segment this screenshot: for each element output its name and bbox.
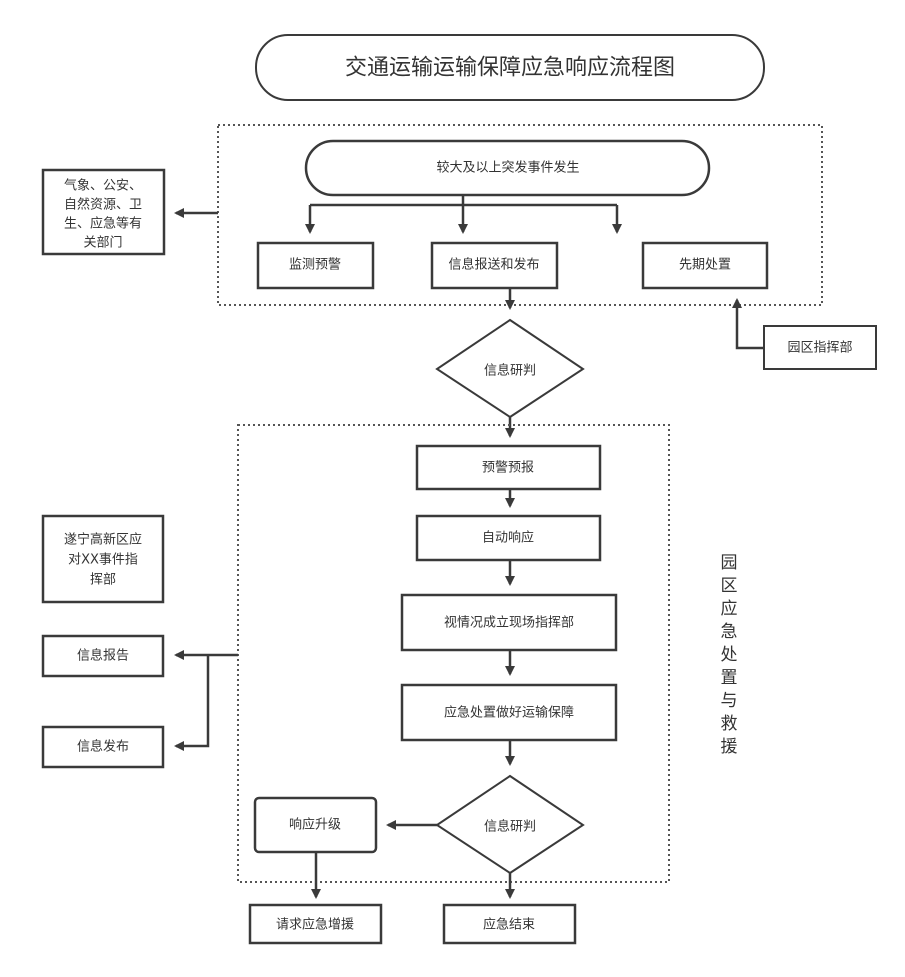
report-publish-label: 信息报送和发布 (448, 257, 539, 273)
hq-line-1: 遂宁高新区应 (64, 532, 142, 548)
upgrade-label: 响应升级 (289, 817, 341, 833)
node-early-response: 先期处置 (641, 241, 769, 290)
node-report-publish: 信息报送和发布 (430, 241, 559, 290)
emergency-transport-label: 应急处置做好运输保障 (444, 705, 574, 721)
edge-event-branch (310, 195, 617, 207)
request-support-label: 请求应急增援 (276, 917, 354, 933)
hq-line-2: 对XX事件指 (68, 553, 138, 568)
node-emergency-transport: 应急处置做好运输保障 (400, 683, 618, 742)
warning-forecast-label: 预警预报 (482, 460, 534, 476)
group-label-vertical: 园 区 应 急 处 置 与 救 援 (721, 553, 738, 757)
group-label-char: 急 (721, 622, 738, 642)
title-terminator (255, 34, 765, 101)
monitor-box (256, 241, 375, 290)
departments-line-1: 气象、公安、 (64, 178, 142, 194)
group-label-char: 救 (721, 714, 738, 734)
group-label-char: 处 (721, 645, 738, 665)
early-response-box (641, 241, 769, 290)
event-terminator (304, 139, 711, 197)
node-event: 较大及以上突发事件发生 (304, 139, 711, 197)
hq-line-3: 挥部 (90, 573, 116, 588)
node-judge-2: 信息研判 (435, 774, 585, 875)
judge-1-label: 信息研判 (484, 363, 536, 379)
node-hq: 遂宁高新区应 对XX事件指 挥部 (41, 514, 165, 604)
node-park-command: 园区指挥部 (763, 325, 877, 370)
auto-response-label: 自动响应 (482, 530, 534, 546)
group-label-char: 区 (721, 576, 738, 596)
node-upgrade: 响应升级 (253, 796, 378, 854)
node-judge-1: 信息研判 (435, 318, 585, 419)
node-info-publish: 信息发布 (41, 725, 165, 769)
node-info-report: 信息报告 (41, 634, 165, 678)
group-label-char: 与 (721, 691, 738, 711)
request-support-box (248, 903, 383, 945)
field-command-label: 视情况成立现场指挥部 (444, 616, 574, 631)
end-label: 应急结束 (483, 917, 535, 933)
departments-line-3: 生、应急等有 (64, 216, 142, 232)
info-publish-box (41, 725, 165, 769)
hq-box (41, 514, 165, 604)
group-label-char: 援 (721, 737, 738, 757)
node-departments: 气象、公安、 自然资源、卫 生、应急等有 关部门 (41, 168, 166, 256)
node-end: 应急结束 (442, 903, 577, 945)
park-command-label: 园区指挥部 (787, 341, 852, 356)
field-command-box (400, 593, 618, 652)
departments-box (41, 168, 166, 256)
group-label-char: 置 (721, 668, 738, 688)
event-label: 较大及以上突发事件发生 (436, 160, 579, 176)
departments-line-4: 关部门 (83, 236, 122, 251)
node-request-support: 请求应急增援 (248, 903, 383, 945)
node-warning-forecast: 预警预报 (415, 444, 602, 491)
departments-line-2: 自然资源、卫 (64, 197, 142, 213)
emergency-transport-box (400, 683, 618, 742)
title-node: 交通运输运输保障应急响应流程图 (255, 34, 765, 101)
diagram-title: 交通运输运输保障应急响应流程图 (345, 56, 675, 81)
edge-park-to-early (732, 298, 764, 350)
judge-2-label: 信息研判 (484, 819, 536, 835)
report-publish-box (430, 241, 559, 290)
group-label-char: 园 (721, 553, 738, 573)
park-command-box (763, 325, 877, 370)
group-initial-phase (217, 124, 823, 306)
group-response-phase (237, 424, 670, 883)
info-publish-label: 信息发布 (77, 739, 129, 755)
monitor-label: 监测预警 (289, 257, 341, 273)
warning-forecast-box (415, 444, 602, 491)
group-label-char: 应 (721, 599, 738, 619)
auto-response-box (415, 514, 602, 562)
early-response-label: 先期处置 (679, 258, 731, 273)
info-report-label: 信息报告 (77, 648, 129, 664)
end-box (442, 903, 577, 945)
node-auto-response: 自动响应 (415, 514, 602, 562)
info-report-box (41, 634, 165, 678)
node-monitor: 监测预警 (256, 241, 375, 290)
node-field-command: 视情况成立现场指挥部 (400, 593, 618, 652)
edge-group-to-info-publish (174, 655, 210, 751)
